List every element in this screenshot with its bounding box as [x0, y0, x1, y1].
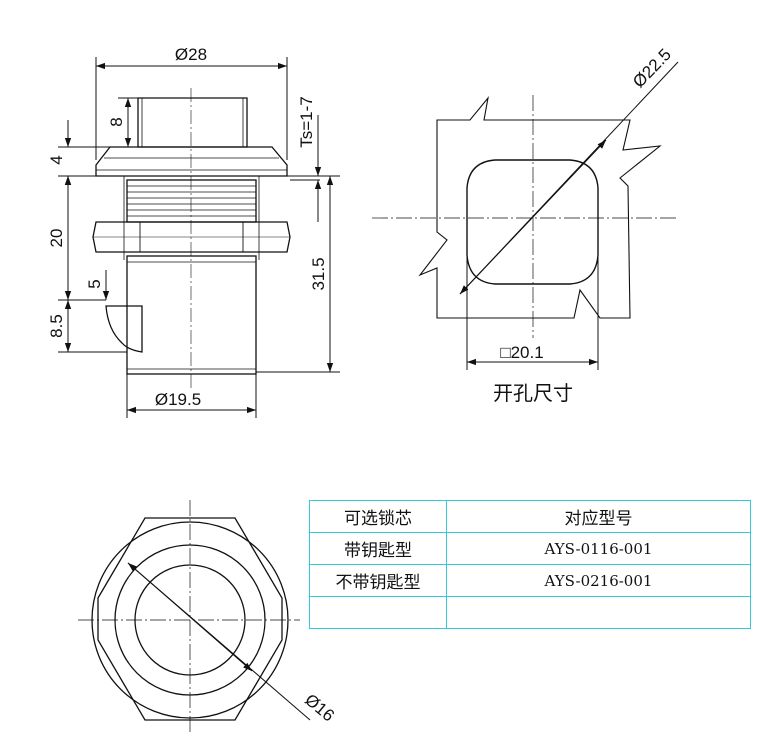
cam [105, 305, 143, 353]
dim-body-dia: Ø19.5 [155, 390, 201, 409]
lower-body [126, 255, 257, 375]
cutout-caption: 开孔尺寸 [493, 381, 573, 405]
top-cap [137, 97, 248, 148]
table-cell-type: 不带钥匙型 [309, 564, 447, 597]
dim-cutout-diagonal: Ø22.5 [629, 45, 675, 92]
front-view [78, 500, 311, 735]
dim-cutout-square: □20.1 [500, 343, 543, 362]
flange [95, 146, 288, 177]
side-view-dimensions [58, 57, 340, 418]
table-row: 不带钥匙型 AYS-0216-001 [309, 564, 751, 597]
table-cell-type: 带钥匙型 [309, 532, 447, 565]
dim-top-height: 8 [107, 117, 126, 126]
cutout-shape [466, 159, 599, 285]
table-cell-model [446, 596, 751, 629]
dim-cam-offset: 5 [85, 279, 104, 288]
table-cell-model: AYS-0116-001 [446, 532, 751, 565]
dim-flange-thickness: 4 [47, 155, 66, 164]
header-cell-model: 对应型号 [446, 500, 751, 533]
table-row [309, 596, 751, 629]
dim-thread-length: 20 [47, 229, 66, 248]
lock-core-spec-table: 可选锁芯 对应型号 带钥匙型 AYS-0116-001 不带钥匙型 AYS-02… [309, 500, 751, 629]
table-cell-model: AYS-0216-001 [446, 564, 751, 597]
dim-cam-height: 8.5 [47, 314, 66, 338]
dim-panel-thickness: Ts=1-7 [297, 96, 316, 148]
dim-face-dia: Ø16 [301, 690, 338, 725]
panel-break-outline [418, 96, 662, 319]
table-cell-type [309, 596, 447, 629]
dim-flange-dia: Ø28 [175, 45, 207, 64]
side-view [92, 88, 291, 390]
dim-total-length: 31.5 [309, 257, 328, 290]
cutout-view [372, 61, 679, 370]
outer-hex [97, 517, 283, 721]
header-cell-lock-core: 可选锁芯 [309, 500, 447, 533]
table-header-row: 可选锁芯 对应型号 [309, 500, 751, 533]
table-row: 带钥匙型 AYS-0116-001 [309, 532, 751, 565]
